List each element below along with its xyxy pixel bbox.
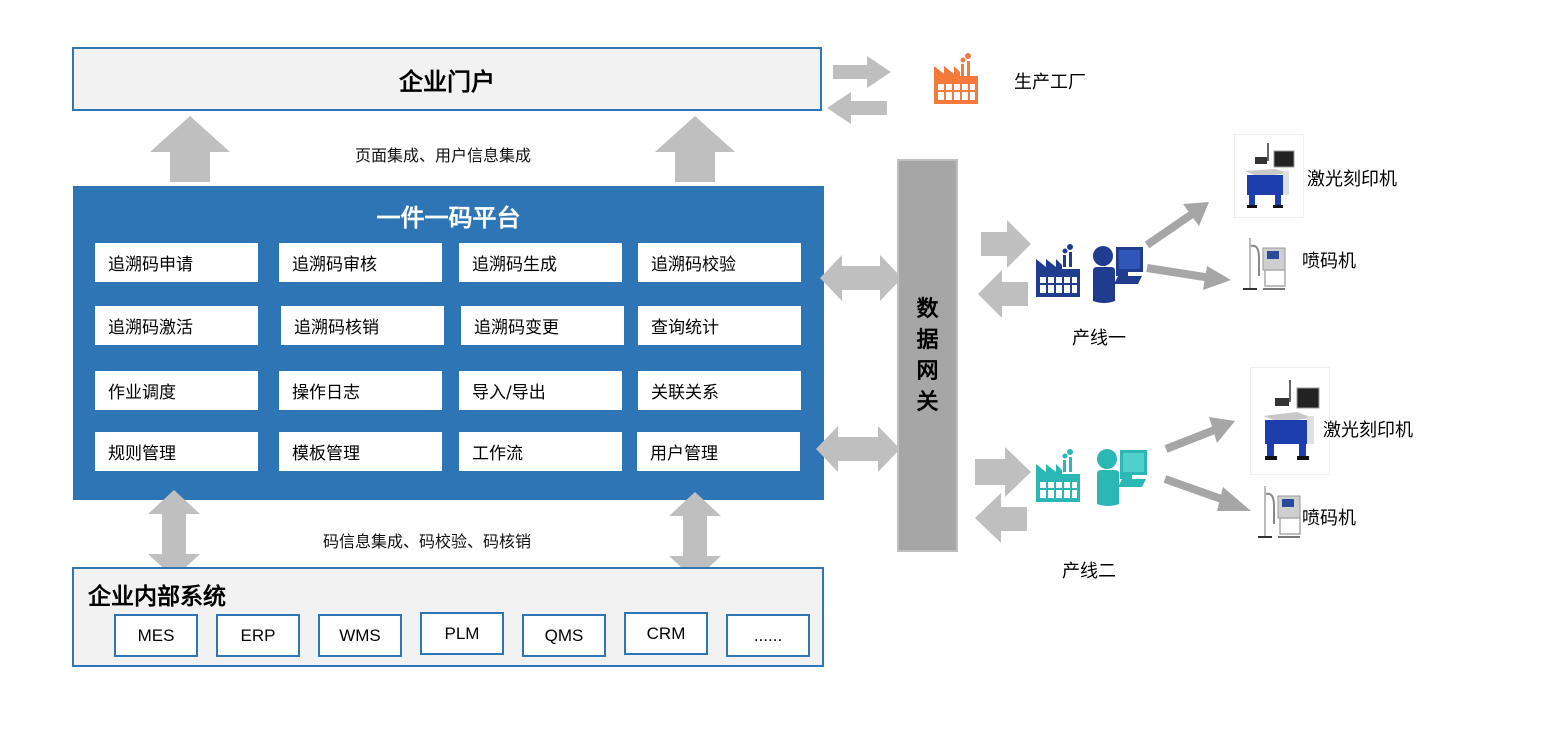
module-query-statistics[interactable]: 查询统计 <box>638 306 801 345</box>
internal-systems-title: 企业内部系统 <box>88 584 226 610</box>
double-horizontal-arrow-icon <box>820 255 902 301</box>
module-import-export[interactable]: 导入/导出 <box>459 371 622 410</box>
enterprise-internal-systems: 企业内部系统 MES ERP WMS PLM QMS CRM ...... <box>72 567 824 667</box>
module-user-management[interactable]: 用户管理 <box>637 432 800 471</box>
module-rule-management[interactable]: 规则管理 <box>95 432 258 471</box>
module-job-scheduling[interactable]: 作业调度 <box>95 371 258 410</box>
integration-bottom-label: 码信息集成、码校验、码核销 <box>323 532 532 551</box>
laser-marking-machine-icon <box>1263 380 1320 460</box>
right-arrow-icon <box>975 447 1031 497</box>
right-arrow-icon <box>833 56 891 88</box>
right-arrow-icon <box>981 220 1031 268</box>
line2-label: 产线二 <box>1062 561 1116 582</box>
factory-icon <box>1036 244 1080 297</box>
system-plm[interactable]: PLM <box>420 612 504 655</box>
left-arrow-icon <box>827 92 887 124</box>
data-gateway: 数据网关 <box>897 159 958 552</box>
factory-label: 生产工厂 <box>1014 72 1086 93</box>
factory-icon <box>1036 449 1080 502</box>
diagonal-arrow-icon <box>1163 475 1251 511</box>
platform-title: 一件一码平台 <box>376 204 521 232</box>
diagonal-arrow-icon <box>1164 417 1235 453</box>
system-erp[interactable]: ERP <box>216 614 300 657</box>
inkjet-printer-icon <box>1258 486 1301 538</box>
module-trace-code-generate[interactable]: 追溯码生成 <box>459 243 622 282</box>
module-trace-code-verify[interactable]: 追溯码校验 <box>638 243 801 282</box>
module-trace-code-change[interactable]: 追溯码变更 <box>461 306 624 345</box>
factory-icon <box>934 53 978 104</box>
module-association[interactable]: 关联关系 <box>638 371 801 410</box>
one-item-one-code-platform: 一件一码平台 追溯码申请 追溯码审核 追溯码生成 追溯码校验 追溯码激活 追溯码… <box>73 186 824 500</box>
enterprise-portal-box: 企业门户 <box>72 47 822 111</box>
module-trace-code-review[interactable]: 追溯码审核 <box>279 243 442 282</box>
diagonal-arrow-icon <box>1144 202 1209 249</box>
inkjet-printer-icon <box>1243 238 1286 290</box>
double-vertical-arrow-icon <box>669 492 721 580</box>
line2-device-laser-label: 激光刻印机 <box>1323 420 1413 441</box>
system-more[interactable]: ...... <box>726 614 810 657</box>
double-horizontal-arrow-icon <box>816 426 900 472</box>
module-trace-code-apply[interactable]: 追溯码申请 <box>95 243 258 282</box>
system-qms[interactable]: QMS <box>522 614 606 657</box>
up-arrow-icon <box>150 116 230 182</box>
module-operation-log[interactable]: 操作日志 <box>279 371 442 410</box>
module-trace-code-activate[interactable]: 追溯码激活 <box>95 306 258 345</box>
left-arrow-icon <box>978 270 1028 318</box>
line1-label: 产线一 <box>1072 328 1126 349</box>
line1-device-laser-label: 激光刻印机 <box>1307 169 1397 190</box>
enterprise-portal-title: 企业门户 <box>399 67 495 96</box>
double-vertical-arrow-icon <box>148 490 200 578</box>
operator-computer-icon <box>1093 246 1143 303</box>
up-arrow-icon <box>655 116 735 182</box>
left-arrow-icon <box>975 493 1027 543</box>
module-workflow[interactable]: 工作流 <box>459 432 622 471</box>
laser-marking-machine-image <box>1250 367 1330 475</box>
system-crm[interactable]: CRM <box>624 612 708 655</box>
system-mes[interactable]: MES <box>114 614 198 657</box>
data-gateway-label: 数据网关 <box>916 296 939 415</box>
right-arrow-icon <box>1146 264 1231 290</box>
integration-top-label: 页面集成、用户信息集成 <box>355 146 532 165</box>
line1-device-inkjet-label: 喷码机 <box>1302 251 1356 272</box>
line2-device-inkjet-label: 喷码机 <box>1302 508 1356 529</box>
system-wms[interactable]: WMS <box>318 614 402 657</box>
module-template-management[interactable]: 模板管理 <box>279 432 442 471</box>
laser-marking-machine-icon <box>1245 143 1295 208</box>
module-trace-code-writeoff[interactable]: 追溯码核销 <box>281 306 444 345</box>
operator-computer-icon <box>1097 449 1147 506</box>
laser-marking-machine-image <box>1234 134 1304 218</box>
